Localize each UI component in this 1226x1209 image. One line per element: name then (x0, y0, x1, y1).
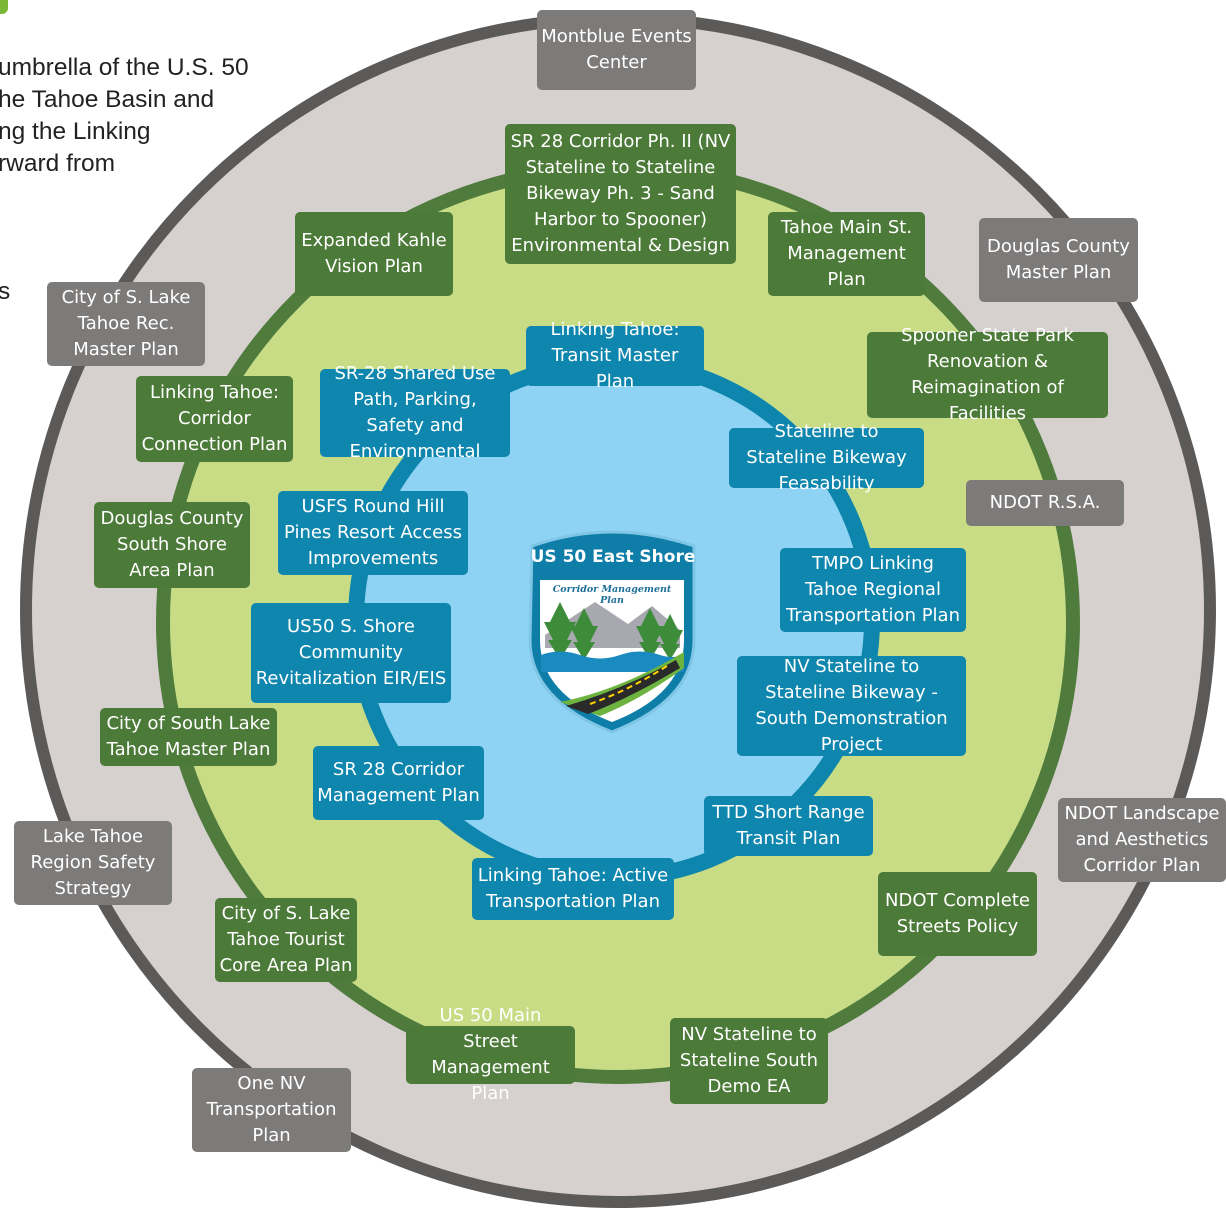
intro-line: umbrella of the U.S. 50 (0, 54, 249, 81)
middle-plan-label: US 50 Main Street Management Plan (406, 1005, 575, 1104)
intro-line: rward from (0, 150, 116, 177)
middle-plan-label: NDOT Complete Streets Policy (878, 872, 1037, 956)
middle-plan-label: Expanded Kahle Vision Plan (295, 212, 453, 296)
outer-plan-label: Montblue Events Center (537, 10, 696, 90)
outer-plan-label: Lake Tahoe Region Safety Strategy (14, 821, 172, 905)
outer-plan-label: Douglas County Master Plan (979, 218, 1138, 302)
inner-plan-label: Linking Tahoe: Active Transportation Pla… (472, 858, 674, 920)
outer-plan-label: NDOT R.S.A. (966, 480, 1124, 526)
logo-title: US 50 East Shore (530, 547, 696, 567)
corridor-shield-logo (528, 530, 696, 734)
inner-plan-label: US50 S. Shore Community Revitalization E… (251, 603, 451, 703)
middle-plan-label: City of South Lake Tahoe Master Plan (100, 708, 277, 766)
inner-plan-label: TTD Short Range Transit Plan (704, 796, 873, 856)
inner-plan-label: NV Stateline to Stateline Bikeway - Sout… (737, 656, 966, 756)
outer-plan-label: One NV Transportation Plan (192, 1068, 351, 1152)
inner-plan-label: Linking Tahoe: Transit Master Plan (526, 319, 704, 392)
middle-plan-label: SR 28 Corridor Ph. II (NV Stateline to S… (505, 124, 736, 264)
middle-plan-label: Spooner State Park Renovation & Reimagin… (867, 325, 1108, 424)
logo-subtitle: Corridor Management Plan (552, 584, 672, 606)
middle-plan-label: Douglas County South Shore Area Plan (94, 502, 250, 588)
middle-plan-label: City of S. Lake Tahoe Tourist Core Area … (215, 898, 357, 982)
middle-plan-label: Linking Tahoe: Corridor Connection Plan (136, 376, 293, 462)
inner-plan-label: SR-28 Shared Use Path, Parking, Safety a… (320, 363, 510, 462)
intro-line: s (0, 278, 11, 305)
intro-line: ng the Linking (0, 118, 151, 145)
outer-plan-label: NDOT Landscape and Aesthetics Corridor P… (1058, 798, 1226, 882)
inner-plan-label: USFS Round Hill Pines Resort Access Impr… (278, 491, 468, 575)
inner-plan-label: SR 28 Corridor Management Plan (313, 746, 484, 820)
middle-plan-label: Tahoe Main St. Management Plan (768, 212, 925, 296)
inner-plan-label: TMPO Linking Tahoe Regional Transportati… (780, 548, 966, 632)
heading-accent (0, 0, 8, 14)
outer-plan-label: City of S. Lake Tahoe Rec. Master Plan (47, 282, 205, 366)
intro-text: umbrella of the U.S. 50 he Tahoe Basin a… (0, 52, 298, 308)
intro-line: he Tahoe Basin and (0, 86, 215, 113)
inner-plan-label: Stateline to Stateline Bikeway Feasabili… (729, 421, 924, 494)
middle-plan-label: NV Stateline to Stateline South Demo EA (670, 1018, 828, 1104)
